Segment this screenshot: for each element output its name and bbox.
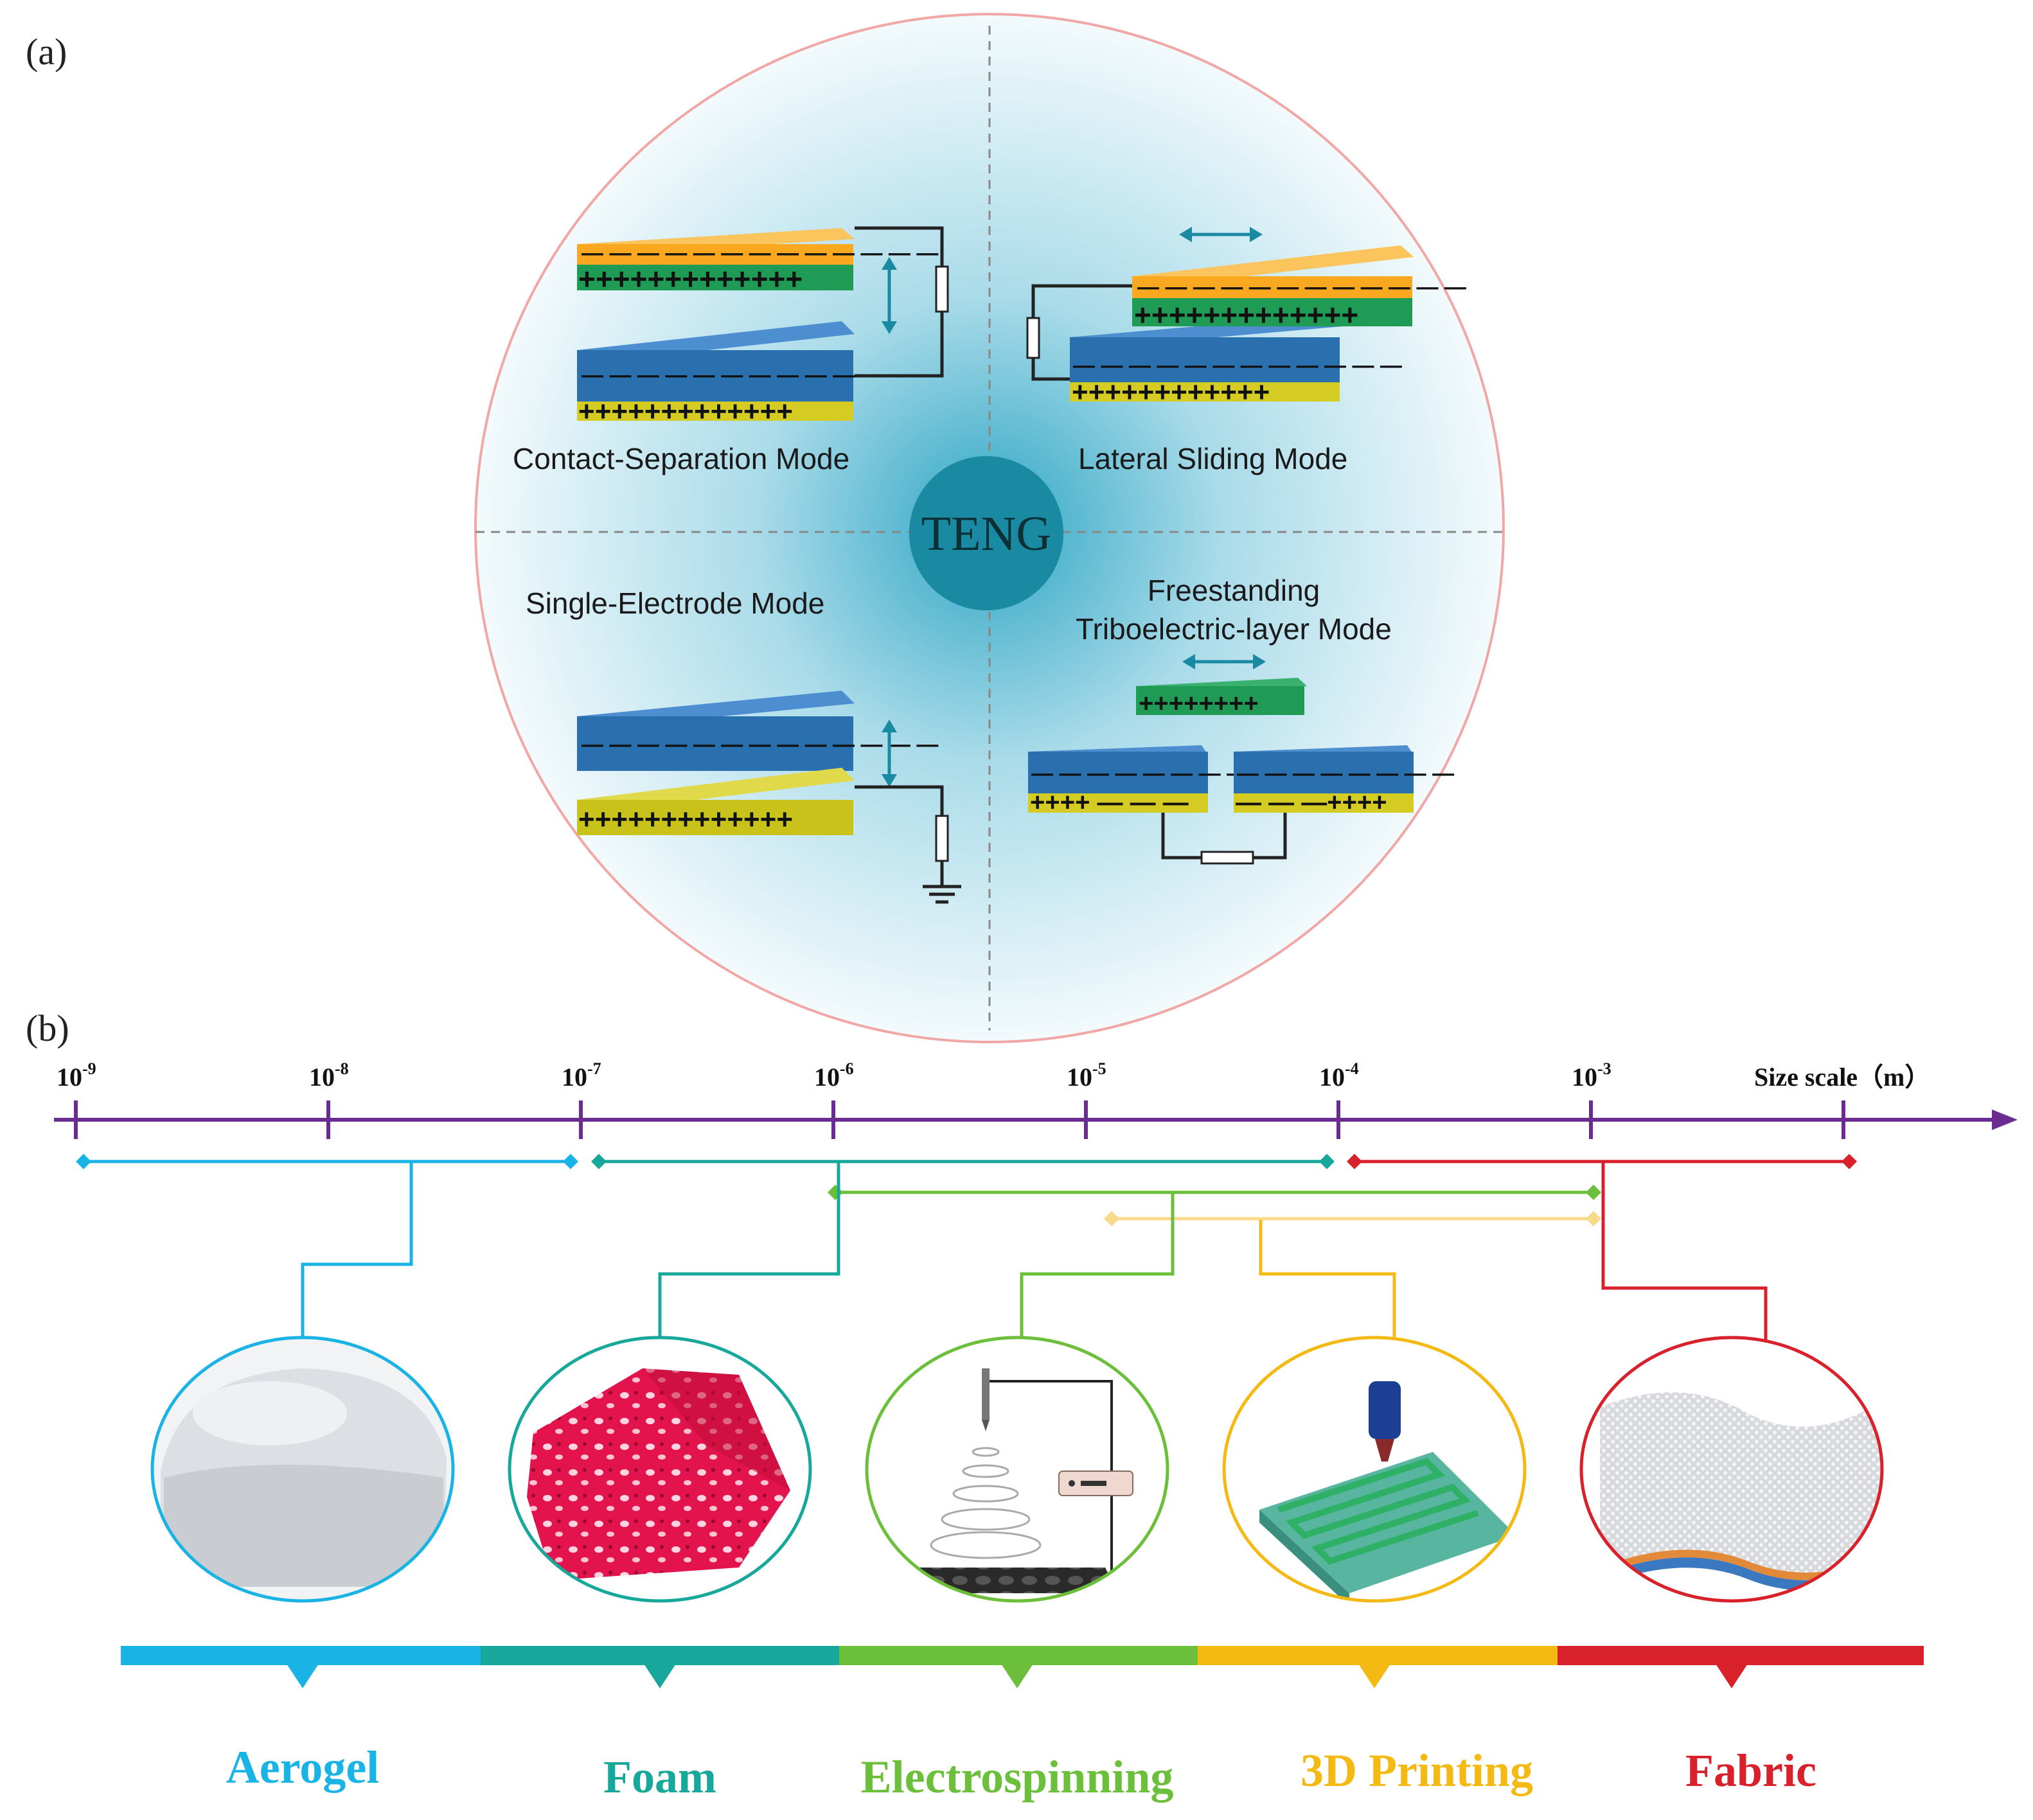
contact-separation-label: Contact-Separation Mode — [513, 442, 849, 475]
axis-tick-label: 10-6 — [814, 1059, 854, 1091]
label-foam: Foam — [603, 1751, 716, 1803]
single-electrode-label: Single-Electrode Mode — [526, 587, 824, 620]
negative-charges: — — — — — — — — — — — — — — [581, 241, 938, 265]
connector-fabric — [1601, 1163, 1775, 1367]
svg-text:— — — — — — — — — — — — —: — — — — — — — — — — — — — — [581, 732, 938, 757]
axis-tick-label: 10-5 — [1067, 1059, 1106, 1091]
label-aerogel: Aerogel — [226, 1742, 380, 1793]
axis-tick-label: 10-4 — [1319, 1059, 1359, 1091]
label-fabric: Fabric — [1685, 1745, 1816, 1796]
svg-text:++++++++++++: ++++++++++++ — [1072, 376, 1270, 408]
panel-b-label: (b) — [26, 1007, 69, 1049]
svg-text:++++ — — —: ++++ — — — — [1030, 788, 1189, 817]
freestanding-label-line2: Triboelectric-layer Mode — [1076, 612, 1392, 646]
contact-separation-diagram: — — — — — — — — — — — — — +++++++++++++ … — [577, 226, 949, 427]
lateral-sliding-label: Lateral Sliding Mode — [1078, 442, 1347, 475]
svg-text:++++++++: ++++++++ — [1139, 689, 1259, 718]
size-scale-axis: Size scale（m） — [54, 1063, 2018, 1130]
svg-text:+++++++++++++: +++++++++++++ — [578, 804, 793, 835]
single-electrode-diagram: — — — — — — — — — — — — — +++++++++++++ — [577, 691, 961, 904]
aerogel-image — [150, 1336, 455, 1603]
freestanding-label-line1: Freestanding — [1148, 574, 1320, 607]
svg-text:— — — — — — — — — — — —: — — — — — — — — — — — — — [1073, 353, 1402, 378]
foam-image — [508, 1336, 812, 1603]
panel-a-label: (a) — [26, 31, 67, 73]
range-foam — [591, 1154, 1335, 1169]
teng-center: TENG — [909, 456, 1063, 610]
svg-text:— — —++++: — — —++++ — [1236, 788, 1387, 817]
axis-title: Size scale（m） — [1754, 1063, 1930, 1091]
fabric-image — [1579, 1336, 1884, 1603]
svg-text:— — — — — — — —: — — — — — — — — — [1237, 761, 1454, 786]
axis-tick-label: 10-3 — [1572, 1059, 1611, 1091]
range-3d-printing — [1104, 1211, 1601, 1226]
axis-tick-label: 10-7 — [562, 1059, 601, 1091]
svg-text:— — — — — — — — — — — —: — — — — — — — — — — — — — [1137, 275, 1466, 299]
3d-printing-image — [1222, 1336, 1527, 1603]
label-3d-printing: 3D Printing — [1301, 1745, 1533, 1796]
label-electrospinning: Electrospinning — [861, 1751, 1174, 1803]
axis-tick-label: 10-9 — [57, 1059, 96, 1091]
connector-foam — [650, 1163, 840, 1367]
svg-text:— — — — — — — —: — — — — — — — — — [1031, 761, 1248, 786]
positive-charges: +++++++++++++ — [578, 262, 803, 296]
teng-center-label: TENG — [921, 507, 1052, 561]
range-fabric — [1347, 1154, 1857, 1169]
color-band — [121, 1646, 1924, 1688]
svg-text:+++++++++++++: +++++++++++++ — [578, 396, 793, 427]
freestanding-diagram: ++++++++ — — — — — — — — ++++ — — — — — … — [1028, 654, 1454, 865]
svg-text:+++++++++++++: +++++++++++++ — [1134, 298, 1358, 331]
lateral-sliding-diagram: — — — — — — — — — — — — ++++++++++++ — —… — [1026, 227, 1466, 408]
axis-tick-label: 10-8 — [309, 1059, 349, 1091]
range-aerogel — [76, 1154, 578, 1169]
axis-ticks: 10-9 10-8 10-7 10-6 10-5 10-4 10-3 — [57, 1059, 1845, 1139]
electrospinning-image — [865, 1336, 1169, 1603]
range-electrospinning — [828, 1185, 1601, 1200]
